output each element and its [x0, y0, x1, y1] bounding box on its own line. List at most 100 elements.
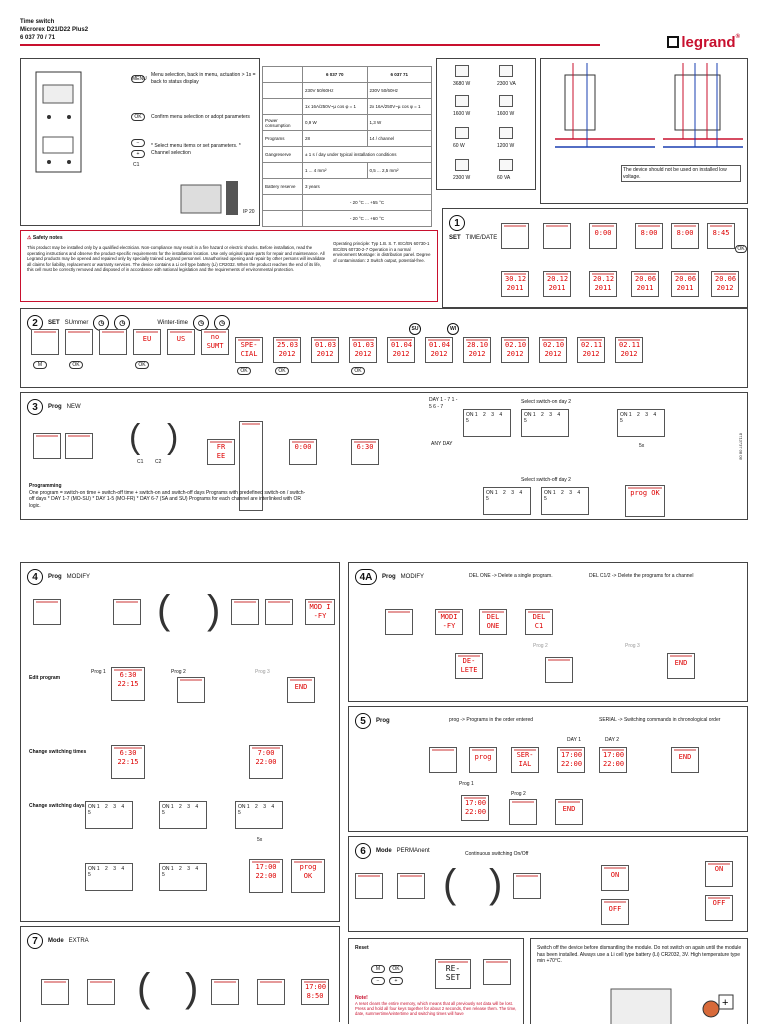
day-digits: 1 2 3 4 5 [544, 490, 583, 502]
battery-drawing: + [610, 988, 734, 1024]
spec-head-cell: 6 037 71 [366, 66, 432, 83]
step-number: 6 [355, 843, 371, 859]
cfl-load-icon [499, 159, 513, 171]
test-desc1: prog -> Programs in the order entered [449, 717, 534, 723]
lcd-screen [33, 599, 61, 625]
lcd-screen [543, 223, 571, 249]
table-row: - 20 °C ... +55 °C [262, 194, 432, 211]
lcd-screen [397, 873, 425, 899]
minus-button-icon: − [131, 139, 145, 147]
section-sub-text: NEW [66, 404, 81, 410]
lcd-text: 02.11 2012 [581, 341, 603, 358]
load-value: 2300 W [453, 175, 471, 181]
lcd-screen [545, 657, 573, 683]
plus-button-icon: + [131, 150, 145, 158]
lcd-text: END [562, 805, 576, 813]
lcd-text: END [294, 683, 308, 691]
spec-cell: - 20 °C ... +60 °C [302, 210, 432, 227]
section-title-text: Prog [382, 574, 396, 580]
c1-label: C1 [133, 162, 140, 168]
spec-cell: - 20 °C ... +55 °C [302, 194, 432, 211]
section-prog-new: 3 Prog NEW ( ) C1 C2 FR EE 0:00 6:30 DAY… [20, 392, 748, 520]
day-selector: ON 1 2 3 4 5 [159, 801, 207, 829]
lcd-screen: 01.03 2012 [349, 337, 377, 363]
lcd-text [69, 335, 89, 351]
lcd-screen [429, 747, 457, 773]
spec-cell [262, 162, 303, 179]
on-label: ON [620, 412, 628, 418]
safety-title-row: ⚠ Safety notes [27, 235, 63, 242]
lcd-screen [33, 433, 61, 459]
header-line2: Microrex D21/D22 Plus2 [20, 27, 89, 33]
ok-button-icon: OK [275, 367, 289, 375]
spec-cell: 1,3 W [366, 114, 432, 131]
resistive-load-icon [455, 65, 469, 77]
lcd-screen: 28.10 2012 [463, 337, 491, 363]
paren-right: ) [167, 418, 179, 456]
del-one-label: DEL ONE -> Delete a single program. [469, 573, 553, 579]
day-digits: 1 2 3 4 5 [524, 412, 563, 424]
section-prog-delete: 4A Prog MODIFY DEL ONE -> Delete a singl… [348, 562, 748, 702]
load-value: 60 VA [497, 175, 511, 181]
lcd-text: FR EE [216, 443, 226, 460]
day1-label: DAY 1 [567, 737, 581, 743]
lcd-screen: 01.04 2012 [425, 337, 453, 363]
paren-left: ( [443, 862, 457, 906]
spec-cell: 0,9 W [302, 114, 368, 131]
brand-reg: ® [735, 34, 740, 40]
paren-left: ( [137, 966, 151, 1010]
lcd-screen: 25.03 2012 [273, 337, 301, 363]
section-title-text: Prog [376, 718, 390, 724]
spec-head-cell [262, 66, 303, 83]
on-label: ON [544, 490, 552, 496]
spec-cell: 3 years [302, 178, 432, 195]
c2-label: C2 [155, 459, 162, 465]
load-value: 1600 W [453, 111, 471, 117]
lcd-screen: END [671, 747, 699, 773]
lcd-screen: 20.12 2011 [543, 271, 571, 297]
menu-button-icon: M [371, 965, 385, 973]
su-badge: SU [409, 323, 421, 335]
lcd-text: END [674, 659, 688, 667]
spec-cell: 28 [302, 130, 368, 147]
section-heading: 6 Mode PERMAnent [355, 843, 430, 859]
lcd-text: US [176, 335, 186, 343]
load-value: 2300 VA [497, 81, 516, 87]
lcd-text: RE- SET [445, 964, 461, 982]
day-selector: ON 1 2 3 4 5 [235, 801, 283, 829]
lcd-screen: END [667, 653, 695, 679]
spec-cell: 230V 50/60Hz [302, 82, 368, 99]
lcd-screen: 20.06 2012 [711, 271, 739, 297]
lcd-text [103, 335, 123, 351]
prog1-label: Prog 1 [91, 669, 106, 675]
lcd-screen: OFF [705, 895, 733, 921]
safety-text: This product may be installed only by a … [27, 245, 326, 273]
lcd-screen: OFF [601, 899, 629, 925]
lcd-screen [265, 599, 293, 625]
paren-right: ) [185, 966, 199, 1010]
lcd-screen [211, 979, 239, 1005]
lcd-screen: 6:30 22:15 [111, 667, 145, 701]
section-title-text: SET [48, 320, 60, 326]
lcd-screen: 17:00 8:50 [301, 979, 329, 1005]
lcd-screen [87, 979, 115, 1005]
section-title-text: Mode [48, 938, 64, 944]
spec-cell: 230V 50/60Hz [366, 82, 432, 99]
test-desc2: SERIAL -> Switching commands in chronolo… [599, 717, 721, 723]
doc-header: Time switch Microrex D21/D22 Plus2 6 037… [20, 18, 88, 42]
lcd-screen: EU [133, 329, 161, 355]
section-prog-modify: 4 Prog MODIFY ( ) MOD I -FY Edit program… [20, 562, 340, 922]
lcd-text: 02.10 2012 [505, 341, 527, 358]
ok-button-icon: OK [237, 367, 251, 375]
lcd-screen [513, 873, 541, 899]
lcd-screen: 8:00 [635, 223, 663, 249]
day-selector: ON 1 2 3 4 5 [483, 487, 531, 515]
table-row: Gangreserve± 1 s / day under typical ins… [262, 146, 432, 163]
lcd-screen: 0:00 [589, 223, 617, 249]
